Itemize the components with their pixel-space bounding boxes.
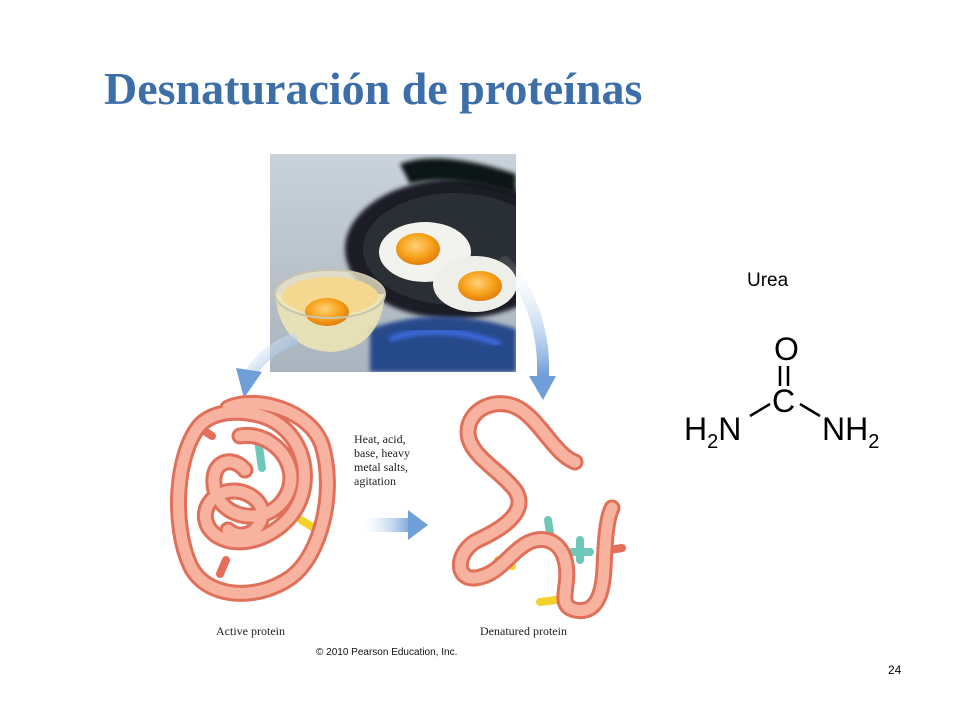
condition-line: Heat, acid, <box>354 432 406 446</box>
urea-structure: O C H2N NH2 <box>684 331 879 453</box>
active-protein-label: Active protein <box>216 624 285 638</box>
arrow-to-active <box>236 334 298 398</box>
denaturation-conditions: Heat, acid, base, heavy metal salts, agi… <box>354 432 444 488</box>
denaturation-arrow <box>360 510 428 540</box>
condition-line: metal salts, <box>354 460 408 474</box>
condition-line: agitation <box>354 474 396 488</box>
amine-right: NH2 <box>822 411 879 453</box>
single-bond-right <box>799 402 821 418</box>
eggs-photo <box>270 154 516 372</box>
condition-line: base, heavy <box>354 446 410 460</box>
single-bond-left <box>749 402 771 418</box>
denatured-protein <box>451 395 626 620</box>
slide-title: Desnaturación de proteínas <box>104 63 643 114</box>
copyright-notice: © 2010 Pearson Education, Inc. <box>316 647 458 658</box>
urea-label: Urea <box>747 270 789 291</box>
atom-carbon: C <box>772 383 795 419</box>
amine-left: H2N <box>684 411 741 453</box>
arrow-to-denatured <box>499 256 556 400</box>
active-protein <box>170 394 336 602</box>
atom-oxygen: O <box>774 331 799 367</box>
denatured-protein-label: Denatured protein <box>480 624 567 638</box>
page-number: 24 <box>888 663 902 677</box>
